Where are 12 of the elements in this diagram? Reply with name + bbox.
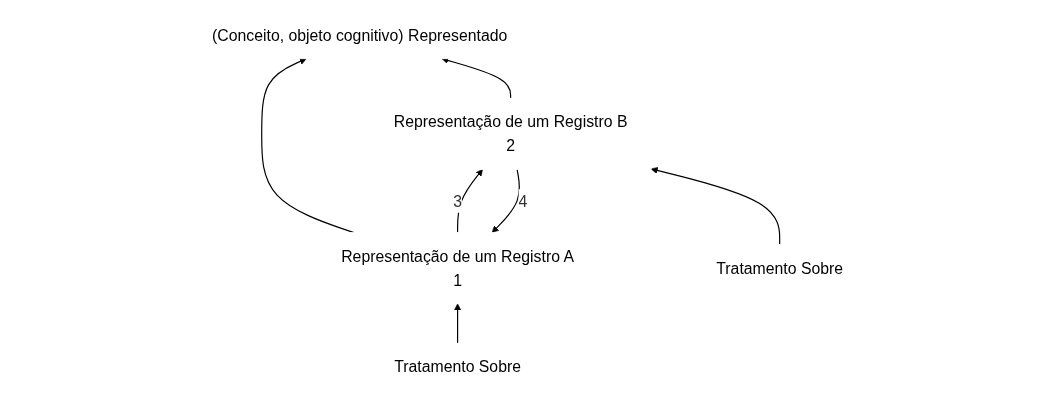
node-text: Representação de um Registro B 2 [393, 113, 628, 155]
arrow [491, 168, 520, 233]
edge-label: 3 [453, 192, 462, 210]
edge-label: 4 [518, 192, 528, 210]
arrow [456, 169, 483, 234]
node-text: Tratamento Sobre [394, 358, 521, 376]
arrow [650, 167, 781, 246]
node-text: Tratamento Sobre [716, 259, 843, 277]
node-text: (Conceito, objeto cognitivo) Representado [211, 26, 508, 44]
arrow [454, 303, 461, 344]
node-text: Representação de um Registro A 1 [341, 247, 574, 289]
arrow [441, 57, 512, 99]
